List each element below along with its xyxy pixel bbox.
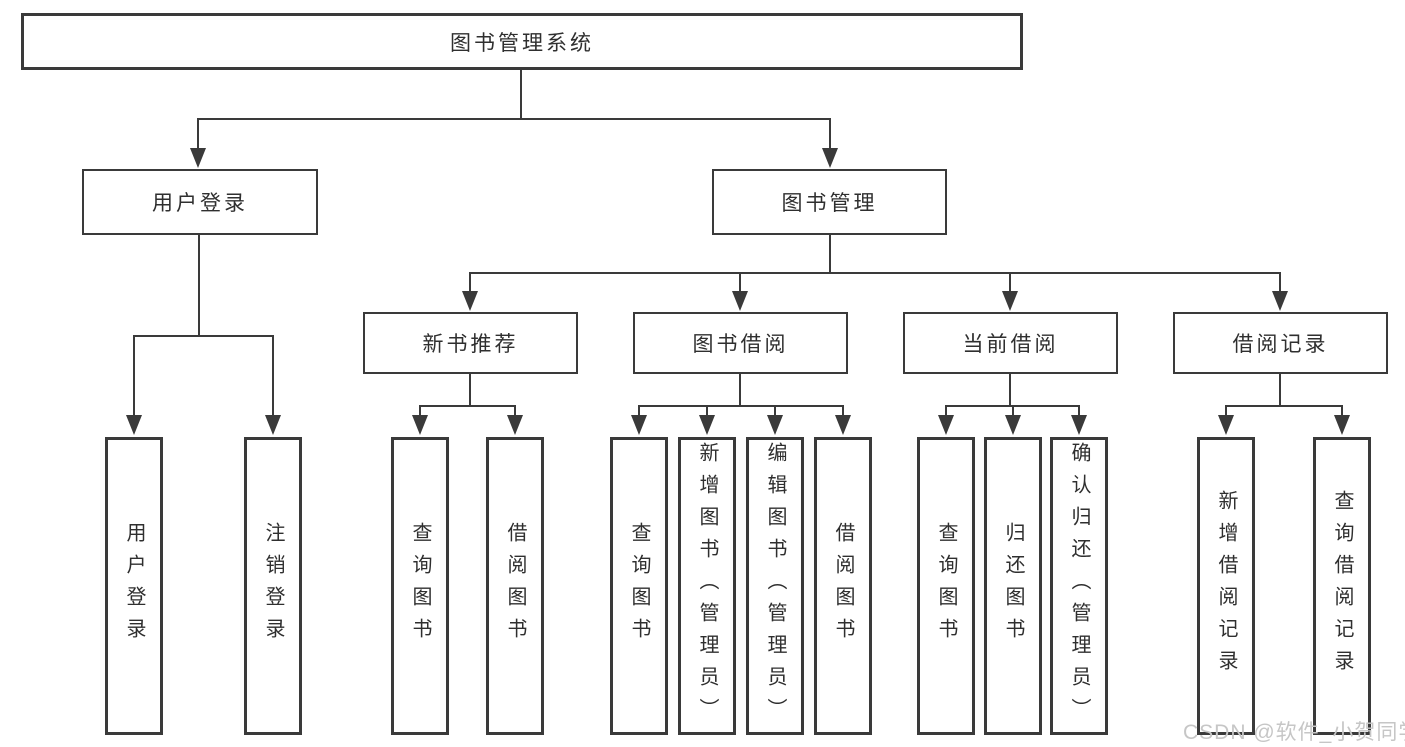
connector-line: [469, 374, 471, 406]
connector-arrow: [1071, 415, 1087, 435]
connector-arrow: [1334, 415, 1350, 435]
watermark: CSDN @软件_小贺同学: [1183, 721, 1405, 744]
node-current-borrowing: 当前借阅: [903, 312, 1118, 374]
leaf-confirm-return-admin: 确认归还（管理员）: [1050, 437, 1108, 735]
connector-arrow: [699, 415, 715, 435]
connector-arrow: [1002, 291, 1018, 311]
connector-line: [419, 405, 516, 407]
leaf-query-books-current: 查询图书: [917, 437, 975, 735]
connector-arrow: [190, 148, 206, 168]
connector-line: [1341, 405, 1343, 419]
connector-arrow: [1218, 415, 1234, 435]
connector-line: [739, 374, 741, 406]
leaf-logout: 注销登录: [244, 437, 302, 735]
connector-arrow: [1272, 291, 1288, 311]
connector-line: [842, 405, 844, 419]
connector-arrow: [126, 415, 142, 435]
leaf-add-borrow-record: 新增借阅记录: [1197, 437, 1255, 735]
connector-line: [197, 118, 831, 120]
connector-arrow: [835, 415, 851, 435]
connector-line: [1225, 405, 1343, 407]
connector-line: [469, 272, 471, 294]
connector-line: [739, 272, 741, 294]
leaf-edit-book-admin: 编辑图书（管理员）: [746, 437, 804, 735]
node-new-book-recommendation: 新书推荐: [363, 312, 578, 374]
connector-line: [514, 405, 516, 419]
connector-line: [520, 70, 522, 119]
connector-arrow: [822, 148, 838, 168]
connector-arrow: [767, 415, 783, 435]
connector-line: [1009, 272, 1011, 294]
connector-line: [638, 405, 844, 407]
connector-line: [638, 405, 640, 419]
connector-line: [774, 405, 776, 419]
connector-line: [1078, 405, 1080, 419]
leaf-return-book: 归还图书: [984, 437, 1042, 735]
leaf-user-login: 用户登录: [105, 437, 163, 735]
connector-line: [272, 335, 274, 420]
connector-arrow: [938, 415, 954, 435]
leaf-query-borrow-record: 查询借阅记录: [1313, 437, 1371, 735]
connector-arrow: [1005, 415, 1021, 435]
node-borrowing-records: 借阅记录: [1173, 312, 1388, 374]
connector-line: [133, 335, 274, 337]
connector-line: [197, 118, 199, 152]
node-book-management: 图书管理: [712, 169, 947, 235]
node-library-management-system: 图书管理系统: [21, 13, 1023, 70]
connector-line: [945, 405, 947, 419]
connector-arrow: [732, 291, 748, 311]
connector-line: [133, 335, 135, 420]
connector-arrow: [265, 415, 281, 435]
connector-line: [1279, 272, 1281, 294]
leaf-query-books-recommend: 查询图书: [391, 437, 449, 735]
connector-line: [1012, 405, 1014, 419]
leaf-query-books-borrow: 查询图书: [610, 437, 668, 735]
leaf-borrow-books-recommend: 借阅图书: [486, 437, 544, 735]
leaf-add-book-admin: 新增图书（管理员）: [678, 437, 736, 735]
connector-line: [198, 235, 200, 336]
connector-line: [829, 118, 831, 152]
node-user-login: 用户登录: [82, 169, 318, 235]
connector-line: [706, 405, 708, 419]
leaf-borrow-books: 借阅图书: [814, 437, 872, 735]
connector-line: [419, 405, 421, 419]
connector-line: [829, 235, 831, 274]
node-book-borrowing: 图书借阅: [633, 312, 848, 374]
connector-line: [1009, 374, 1011, 406]
connector-line: [469, 272, 1281, 274]
connector-arrow: [462, 291, 478, 311]
connector-arrow: [507, 415, 523, 435]
connector-line: [1225, 405, 1227, 419]
connector-line: [1279, 374, 1281, 406]
connector-arrow: [412, 415, 428, 435]
connector-arrow: [631, 415, 647, 435]
